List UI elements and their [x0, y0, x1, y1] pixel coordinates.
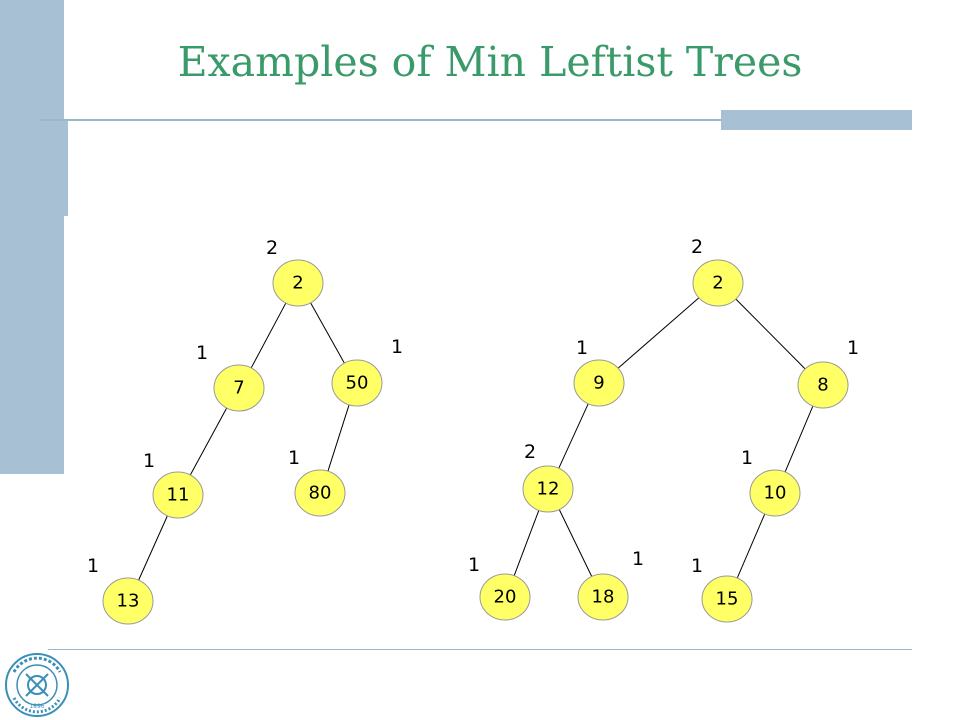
- tree-edge: [784, 404, 814, 474]
- tree-edge: [736, 512, 766, 580]
- tree-edge: [189, 406, 228, 477]
- tree-node: 20 1: [468, 554, 531, 621]
- node-npl-label: 1: [576, 337, 588, 359]
- sidebar-bar: [0, 0, 64, 474]
- title-accent-block: [721, 110, 912, 130]
- node-key: 8: [817, 375, 828, 396]
- node-key: 12: [537, 479, 560, 500]
- tree-node: 22: [691, 236, 744, 307]
- node-circle: [294, 469, 346, 517]
- node-npl-label: 1: [143, 450, 155, 472]
- tree-edge: [137, 514, 169, 582]
- tree-node: 71: [196, 342, 265, 412]
- tree-edge: [327, 403, 350, 473]
- node-npl-label: 2: [691, 236, 703, 258]
- node-npl-label: 2: [524, 441, 536, 463]
- node-circle: [152, 471, 204, 519]
- node-key: 50: [346, 373, 369, 394]
- node-npl-label: 1: [847, 337, 859, 359]
- node-key: 7: [233, 378, 244, 399]
- node-npl-label: 1: [691, 555, 703, 577]
- node-circle: [272, 259, 324, 307]
- tree-node: 122: [522, 441, 574, 513]
- node-npl-label: 1: [741, 447, 753, 469]
- node-circle: [102, 577, 154, 625]
- node-npl-label: 1: [288, 447, 300, 469]
- node-key: 13: [117, 591, 140, 612]
- node-circle: [749, 469, 801, 517]
- node-npl-label: 1: [196, 342, 208, 364]
- tree-edge: [250, 301, 287, 370]
- node-key: 11: [167, 485, 190, 506]
- tree-node: 10 1: [741, 447, 801, 517]
- node-npl-label: 2: [266, 237, 278, 259]
- tree-node: 13 1: [87, 555, 154, 625]
- tree-edge: [309, 301, 346, 365]
- tree-edge: [734, 297, 807, 371]
- node-key: 2: [292, 273, 303, 294]
- tree-edge: [616, 296, 701, 370]
- tree-node: 15 1: [691, 555, 753, 623]
- node-npl-label: 1: [391, 336, 403, 358]
- node-circle: [577, 573, 629, 621]
- node-circle: [331, 359, 383, 407]
- node-key: 18: [592, 587, 615, 608]
- node-key: 9: [593, 373, 604, 394]
- node-circle: [692, 259, 744, 307]
- tree-node: 22: [266, 237, 324, 307]
- title-rule: [40, 119, 912, 121]
- tree-edge: [513, 509, 540, 577]
- node-key: 15: [716, 589, 739, 610]
- tree-node: 111: [143, 450, 204, 519]
- sidebar-notch: [64, 120, 68, 216]
- node-circle: [213, 364, 265, 412]
- node-circle: [522, 465, 574, 513]
- node-key: 20: [494, 587, 517, 608]
- tree-node: 18 1: [577, 548, 644, 621]
- tree-edge: [558, 508, 593, 578]
- tree-node: 80 1: [288, 447, 346, 517]
- tree-edge: [557, 402, 590, 470]
- footer-rule: [48, 649, 912, 650]
- node-circle: [479, 573, 531, 621]
- tree-node: 50 1: [331, 336, 403, 407]
- node-key: 2: [712, 273, 723, 294]
- node-key: 80: [309, 483, 332, 504]
- node-npl-label: 1: [87, 555, 99, 577]
- node-circle: [573, 359, 625, 407]
- node-npl-label: 1: [632, 548, 644, 570]
- node-circle: [797, 361, 849, 409]
- tree-node: 81: [797, 337, 859, 409]
- node-npl-label: 1: [468, 554, 480, 576]
- slide-title: Examples of Min Leftist Trees: [177, 38, 803, 86]
- university-seal-icon: 1896: [5, 653, 69, 717]
- seal-year: 1896: [29, 703, 44, 710]
- node-circle: [701, 575, 753, 623]
- node-key: 10: [764, 483, 787, 504]
- tree-node: 91: [573, 337, 625, 407]
